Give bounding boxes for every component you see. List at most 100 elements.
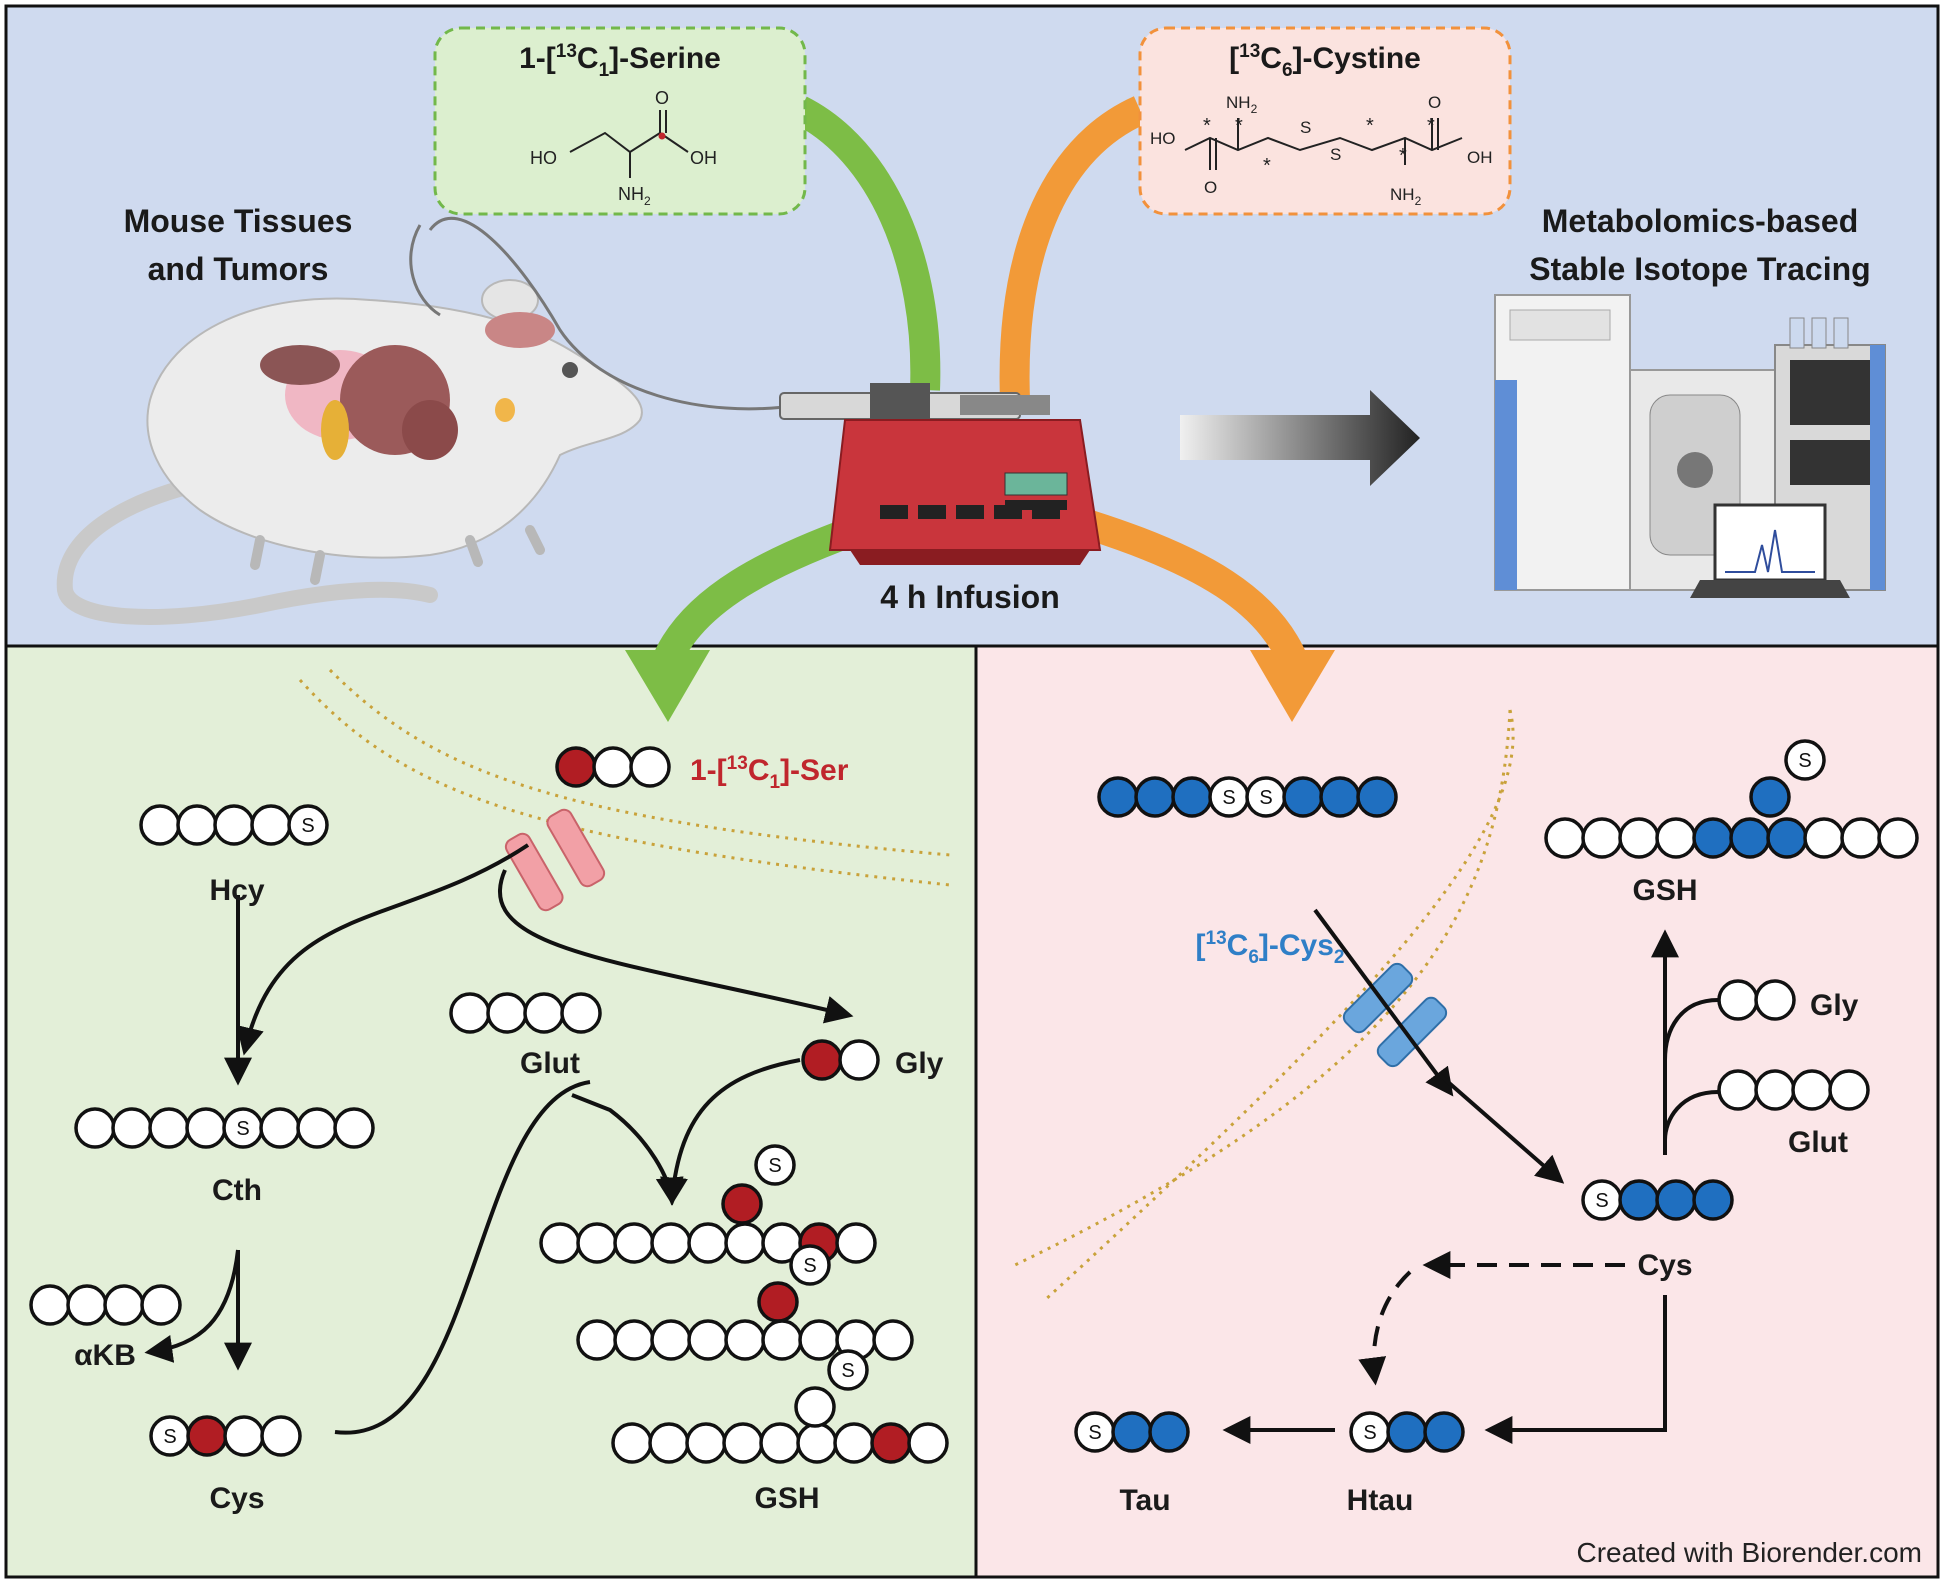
gsh-left-3-bead <box>611 1422 653 1464</box>
gly-right-bead <box>1754 979 1796 1021</box>
gsh-left-2-bead <box>872 1319 914 1361</box>
serine-oh: OH <box>690 148 717 168</box>
sulfur-glyph: S <box>1798 750 1811 772</box>
cys-left-bead <box>186 1415 228 1457</box>
label-star-1: * <box>1203 115 1211 137</box>
right-arrowhead <box>1250 650 1335 722</box>
cys-label-left: Cys <box>209 1482 264 1515</box>
serine-bead <box>555 746 597 788</box>
gsh-left-3-bead <box>796 1422 838 1464</box>
serine-ho: HO <box>530 148 557 168</box>
gsh-right-bead <box>1803 817 1845 859</box>
cystine-nh2-right: NH2 <box>1390 185 1422 208</box>
gsh-left-3-bead <box>907 1422 949 1464</box>
gsh-left-1-bead <box>724 1222 766 1264</box>
cystine-s2: S <box>1330 145 1341 164</box>
cystine-bead <box>1171 776 1213 818</box>
hcy-label: Hcy <box>209 874 264 907</box>
label-star-4: * <box>1366 115 1374 137</box>
gly-label-right: Gly <box>1810 989 1859 1022</box>
pump-to-right-arrow <box>1085 510 1309 671</box>
glut-right-bead <box>1754 1069 1796 1111</box>
gly-right-bead <box>1717 979 1759 1021</box>
gsh-label-left: GSH <box>754 1482 819 1515</box>
serine-tracer-title: 1-[13C1]-Serine <box>519 41 721 81</box>
label-star-2: * <box>1235 115 1243 137</box>
gsh-label-right: GSH <box>1632 874 1697 907</box>
right-membrane <box>1014 709 1515 1302</box>
gsh-left-2-bead <box>687 1319 729 1361</box>
gsh-left-1-bead <box>613 1222 655 1264</box>
cystine-cys2-label: [13C6]-Cys2 <box>1196 928 1345 968</box>
gsh-left-3-bead <box>759 1422 801 1464</box>
serine-o: O <box>655 88 669 108</box>
gsh-right-bead <box>1877 817 1919 859</box>
cys-left-bead <box>260 1415 302 1457</box>
sulfur-glyph: S <box>163 1426 176 1448</box>
cys-right-bead <box>1655 1179 1697 1221</box>
gsh-left-1-bead <box>650 1222 692 1264</box>
glut-right-bead <box>1828 1069 1870 1111</box>
gsh-left-2-c <box>757 1281 799 1323</box>
cystine-bead <box>1282 776 1324 818</box>
gsh-right-bead <box>1840 817 1882 859</box>
gsh-right-c <box>1749 776 1791 818</box>
sulfur-glyph: S <box>1259 787 1272 809</box>
akb-label: αKB <box>74 1339 136 1372</box>
gsh-right-bead <box>1655 817 1697 859</box>
gsh-left-1-c <box>721 1183 763 1225</box>
glut-left-bead <box>449 992 491 1034</box>
right-pathway-arrows <box>1222 908 1719 1444</box>
akb-bead <box>29 1284 71 1326</box>
gsh-left-2-bead <box>576 1319 618 1361</box>
gsh-left-1-bead <box>687 1222 729 1264</box>
serine-structure: HO OH O NH2 <box>530 88 717 208</box>
to-ms-arrow <box>1180 390 1420 486</box>
gly-label-left: Gly <box>895 1047 944 1080</box>
sulfur-glyph: S <box>803 1255 816 1277</box>
left-membrane <box>298 668 951 887</box>
gsh-left-1-bead <box>835 1222 877 1264</box>
hcy-bead <box>250 804 292 846</box>
serine-tracer-box <box>433 26 807 216</box>
credit-text: Created with Biorender.com <box>1576 1537 1922 1568</box>
gsh-right-bead <box>1692 817 1734 859</box>
sulfur-glyph: S <box>1222 787 1235 809</box>
hcy-bead <box>176 804 218 846</box>
cth-bead <box>333 1107 375 1149</box>
cystine-tracer-title: [13C6]-Cystine <box>1229 41 1421 81</box>
glut-right-bead <box>1717 1069 1759 1111</box>
akb-bead <box>140 1284 182 1326</box>
sulfur-glyph: S <box>841 1360 854 1382</box>
label-star-3: * <box>1263 155 1271 177</box>
cth-label: Cth <box>212 1174 262 1207</box>
cys-left-bead <box>223 1415 265 1457</box>
left-arrowhead <box>625 650 710 722</box>
htau-bead <box>1423 1411 1465 1453</box>
cystine-bead <box>1134 776 1176 818</box>
htau-label: Htau <box>1347 1484 1414 1517</box>
glut-right-bead <box>1791 1069 1833 1111</box>
cystine-bead <box>1097 776 1139 818</box>
cth-bead <box>296 1107 338 1149</box>
left-pathway-arrows <box>144 843 854 1435</box>
gly-left-bead <box>801 1039 843 1081</box>
cystine-bead <box>1319 776 1361 818</box>
mass-spectrometer <box>1494 294 1886 598</box>
cth-bead <box>111 1107 153 1149</box>
gsh-right-bead <box>1729 817 1771 859</box>
cystine-bead <box>1356 776 1398 818</box>
akb-bead <box>66 1284 108 1326</box>
sulfur-glyph: S <box>1595 1190 1608 1212</box>
cystine-s1: S <box>1300 118 1311 137</box>
gly-left-bead <box>838 1039 880 1081</box>
gsh-left-2-bead <box>761 1319 803 1361</box>
serine-to-pump-arrow <box>792 96 941 391</box>
mouse-illustration <box>56 216 801 625</box>
serine-transporter <box>504 808 606 912</box>
glut-left-bead <box>523 992 565 1034</box>
cystine-nh2-left: NH2 <box>1226 93 1258 116</box>
